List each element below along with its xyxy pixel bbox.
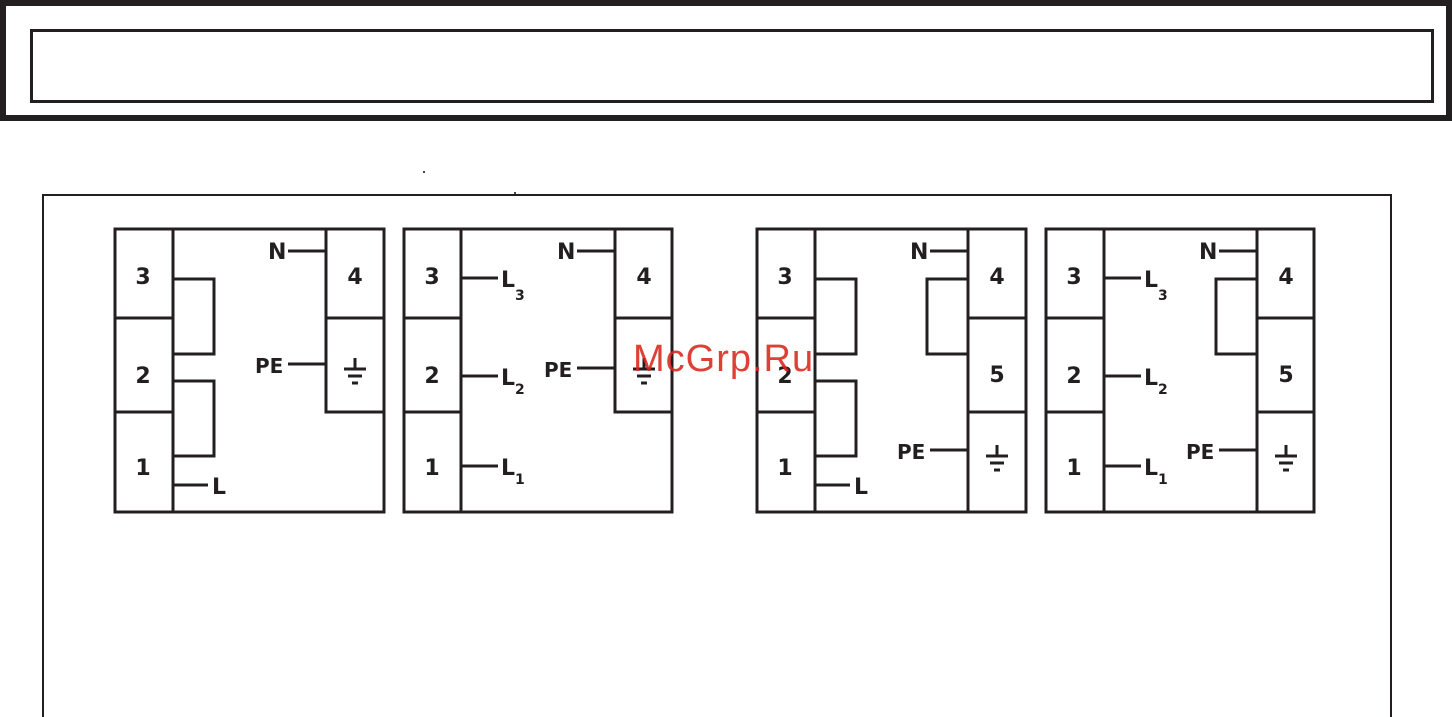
terminal-label: 1 [1066,456,1081,481]
phase-l1-label: L [501,456,515,481]
terminal-label: 5 [1278,363,1293,388]
terminal-label: 4 [989,265,1004,290]
ground-symbol-icon [1275,445,1297,470]
neutral-label: N [910,240,928,265]
terminal-label: 4 [1278,265,1293,290]
neutral-label: N [1199,240,1217,265]
phase-l3-subscript: 3 [515,288,525,304]
phase-l2-label: L [501,366,515,391]
terminal-label: 5 [989,363,1004,388]
ground-symbol-icon [986,445,1008,470]
ground-symbol-icon [344,358,366,383]
pe-label: PE [897,440,925,464]
line-label: L [854,475,868,500]
phase-l2-label: L [1144,366,1158,391]
neutral-label: N [557,240,575,265]
wiring-block-2 [404,229,672,512]
phase-l1-subscript: 1 [1158,472,1168,488]
terminal-label: 3 [1066,265,1081,290]
phase-l2-subscript: 2 [1158,382,1168,398]
terminal-label: 2 [424,364,439,389]
wiring-block-4 [1046,229,1314,512]
pe-label: PE [544,358,572,382]
line-label: L [212,475,226,500]
pe-label: PE [1186,440,1214,464]
phase-l1-subscript: 1 [515,472,525,488]
terminal-label: 3 [135,265,150,290]
terminal-label: 4 [347,265,362,290]
phase-l1-label: L [1144,456,1158,481]
watermark-text: McGrp.Ru [633,338,814,381]
terminal-label: 1 [424,456,439,481]
terminal-label: 3 [424,265,439,290]
phase-l3-subscript: 3 [1158,288,1168,304]
neutral-label: N [268,240,286,265]
terminal-label: 3 [777,265,792,290]
terminal-label: 1 [777,456,792,481]
phase-l3-label: L [1144,268,1158,293]
phase-l2-subscript: 2 [515,382,525,398]
terminal-label: 4 [636,265,651,290]
phase-l3-label: L [501,268,515,293]
pe-label: PE [255,354,283,378]
terminal-label: 1 [135,456,150,481]
terminal-label: 2 [1066,364,1081,389]
terminal-label: 2 [135,364,150,389]
wiring-block-1 [115,229,384,512]
